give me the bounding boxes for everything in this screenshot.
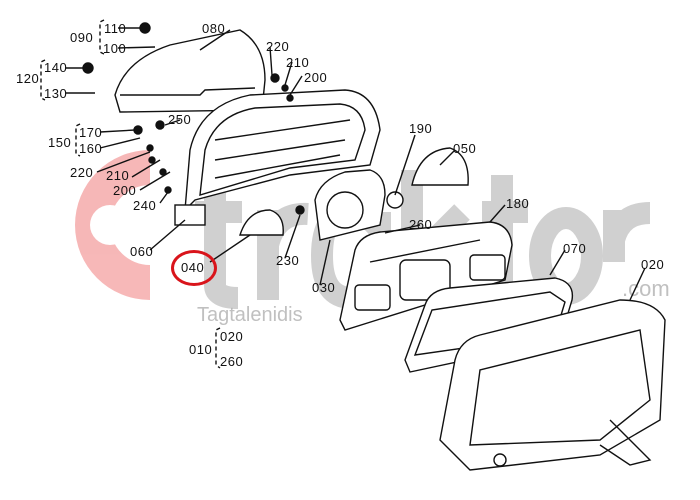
- part-label-highlighted[interactable]: 040: [181, 260, 205, 275]
- part-label[interactable]: 070: [563, 241, 587, 256]
- watermark-subtitle: Tagtalenidis: [197, 304, 303, 326]
- glass-070: [404, 277, 574, 373]
- part-label[interactable]: 090: [70, 30, 94, 45]
- part-label[interactable]: 190: [409, 121, 433, 136]
- part-label[interactable]: 180: [506, 196, 530, 211]
- part-label[interactable]: 030: [312, 280, 336, 295]
- part-label[interactable]: 240: [133, 198, 157, 213]
- part-label[interactable]: 120: [16, 71, 40, 86]
- part-label[interactable]: 210: [286, 55, 310, 70]
- part-label[interactable]: 250: [168, 112, 192, 127]
- part-label[interactable]: 010: [189, 342, 213, 357]
- part-label[interactable]: 260: [220, 354, 244, 369]
- watermark-domain: .com: [622, 276, 670, 301]
- part-label[interactable]: 060: [130, 244, 154, 259]
- part-label[interactable]: 230: [276, 253, 300, 268]
- gauge-040: [239, 209, 284, 236]
- part-label[interactable]: 260: [409, 217, 433, 232]
- part-label[interactable]: 220: [70, 165, 94, 180]
- part-label[interactable]: 050: [453, 141, 477, 156]
- part-label[interactable]: 210: [106, 168, 130, 183]
- part-label[interactable]: 020: [220, 329, 244, 344]
- part-label[interactable]: 220: [266, 39, 290, 54]
- part-label[interactable]: 020: [641, 257, 665, 272]
- part-label[interactable]: 150: [48, 135, 72, 150]
- cover-080: [114, 29, 266, 113]
- panel-030: [314, 169, 386, 241]
- part-label[interactable]: 170: [79, 125, 103, 140]
- knob-190: [386, 191, 404, 209]
- part-label[interactable]: 100: [103, 41, 127, 56]
- gear-logo-icon: [75, 150, 150, 300]
- part-label[interactable]: 130: [44, 86, 68, 101]
- part-label[interactable]: 080: [202, 21, 226, 36]
- part-label[interactable]: 160: [79, 141, 103, 156]
- part-label[interactable]: 140: [44, 60, 68, 75]
- part-label[interactable]: 200: [304, 70, 328, 85]
- part-label[interactable]: 110: [104, 21, 127, 36]
- highlight-circle: [171, 250, 217, 286]
- part-label[interactable]: 200: [113, 183, 137, 198]
- gauge-050: [411, 147, 469, 186]
- bezel-020: [439, 299, 666, 471]
